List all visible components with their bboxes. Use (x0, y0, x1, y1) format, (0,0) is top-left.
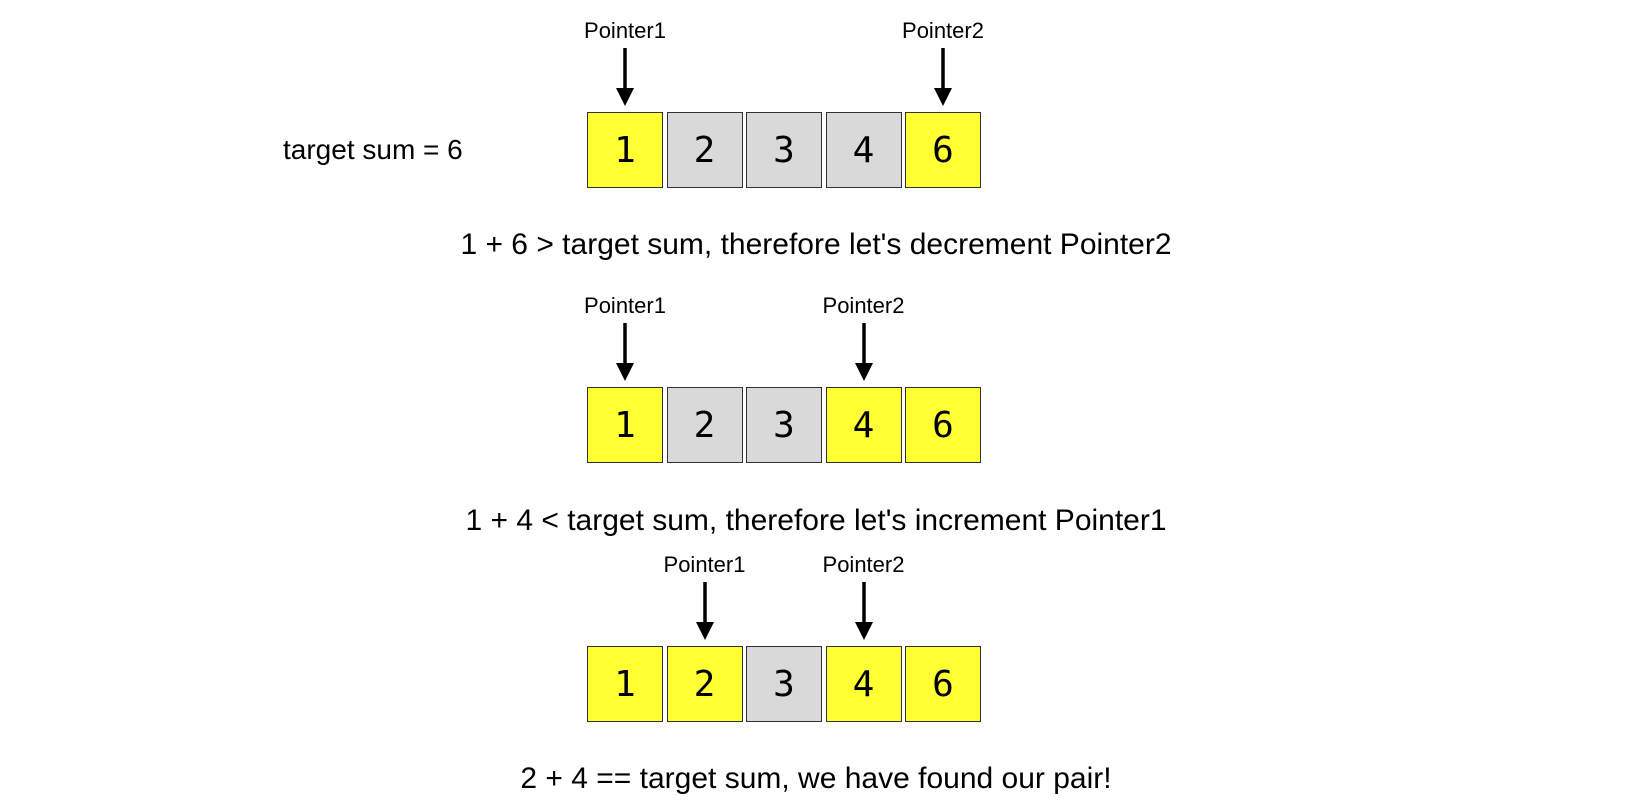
pointer1-label: Pointer1 (663, 552, 746, 577)
pointer2-label: Pointer2 (822, 293, 905, 318)
step-caption: 1 + 4 < target sum, therefore let's incr… (465, 504, 1167, 537)
array-cell: 4 (825, 112, 902, 188)
pointer1-label: Pointer1 (584, 18, 666, 43)
step-1: Pointer1 Pointer2 1 2 3 4 6 1 + 6 > targ… (0, 0, 1632, 264)
array-cell: 3 (746, 646, 822, 722)
array-cell: 6 (905, 387, 981, 463)
pointer2-label: Pointer2 (822, 552, 905, 577)
pointer2-marker: Pointer2 (804, 552, 924, 640)
pointer2-marker: Pointer2 (804, 293, 924, 381)
array-cell: 2 (666, 646, 743, 722)
array-cell: 6 (905, 646, 981, 722)
step-caption: 1 + 6 > target sum, therefore let's decr… (460, 228, 1172, 261)
array-row: 1 2 3 4 6 (587, 387, 981, 463)
down-arrow-icon (616, 48, 634, 106)
array-cell: 4 (825, 387, 902, 463)
pointer2-label: Pointer2 (902, 18, 984, 43)
array-cell: 4 (825, 646, 902, 722)
array-cell: 1 (587, 646, 663, 722)
step-3: Pointer1 Pointer2 1 2 3 4 6 2 + 4 == tar… (0, 534, 1632, 798)
down-arrow-icon (854, 323, 873, 381)
down-arrow-icon (934, 48, 952, 106)
array-row: 1 2 3 4 6 (587, 646, 981, 722)
pointer2-marker: Pointer2 (883, 18, 1003, 106)
array-cell: 2 (666, 387, 743, 463)
step-caption: 2 + 4 == target sum, we have found our p… (520, 762, 1112, 795)
array-cell: 1 (587, 112, 663, 188)
array-cell: 1 (587, 387, 663, 463)
pointer1-marker: Pointer1 (565, 18, 685, 106)
pointer1-label: Pointer1 (584, 293, 666, 318)
down-arrow-icon (854, 582, 873, 640)
array-cell: 3 (746, 387, 822, 463)
pointer1-marker: Pointer1 (565, 293, 685, 381)
array-row: 1 2 3 4 6 (587, 112, 981, 188)
down-arrow-icon (616, 323, 634, 381)
array-cell: 3 (746, 112, 822, 188)
pointer1-marker: Pointer1 (645, 552, 765, 640)
target-sum-label: target sum = 6 (283, 134, 463, 165)
down-arrow-icon (695, 582, 714, 640)
array-cell: 2 (666, 112, 743, 188)
step-2: Pointer1 Pointer2 1 2 3 4 6 1 + 4 < targ… (0, 275, 1632, 539)
array-cell: 6 (905, 112, 981, 188)
